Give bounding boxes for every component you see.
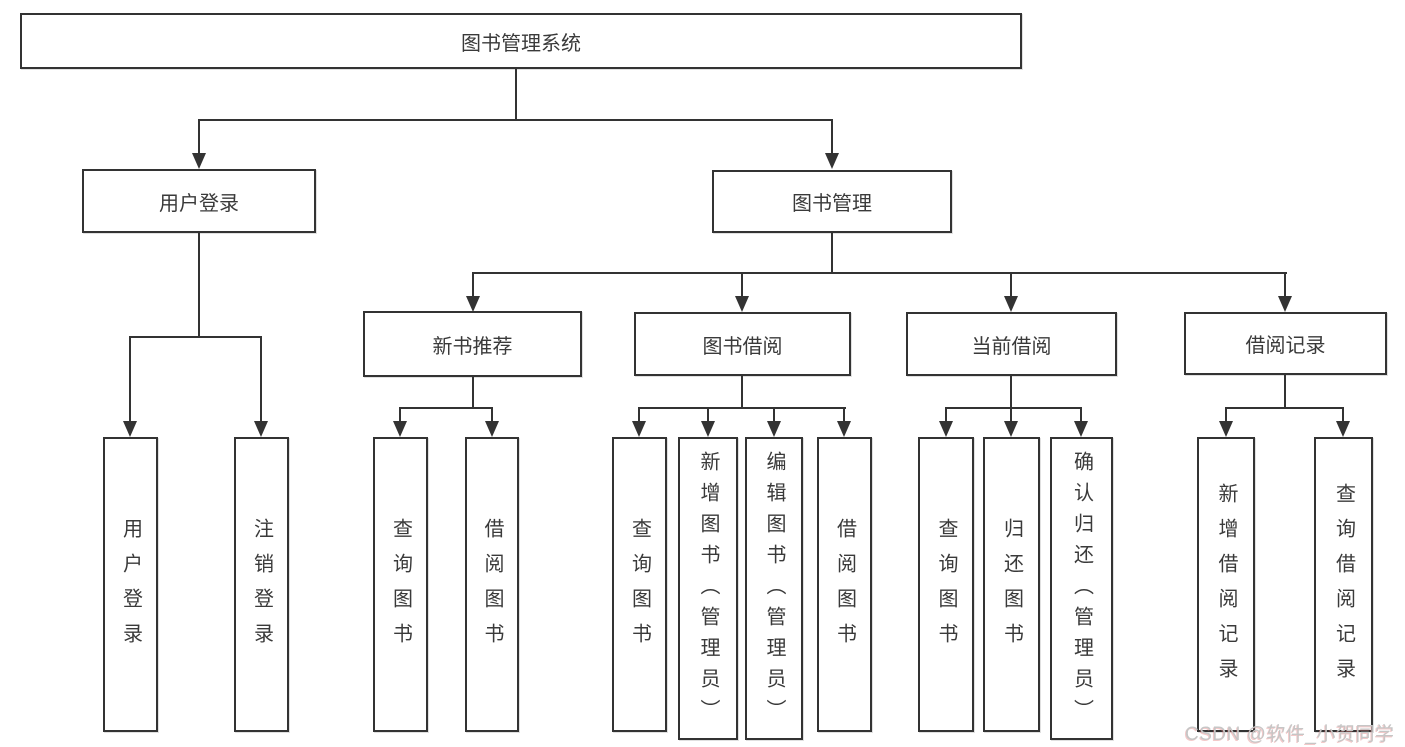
edge-to-leaf	[945, 407, 947, 421]
leaf-borrow-query-book: 查询图书	[612, 437, 667, 732]
edge-to-current-borrow	[1010, 272, 1012, 296]
edge-to-leaf	[399, 407, 401, 421]
arrowhead-icon	[632, 421, 646, 437]
arrowhead-icon	[254, 421, 268, 437]
node-label: 用户登录	[159, 192, 239, 215]
leaf-borrow-borrow-book: 借阅图书	[817, 437, 872, 732]
arrowhead-icon	[767, 421, 781, 437]
edge-to-book-borrow	[741, 272, 743, 296]
arrowhead-icon	[192, 153, 206, 169]
node-root-library-system: 图书管理系统	[20, 13, 1022, 69]
arrowhead-icon	[1278, 296, 1292, 312]
arrowhead-icon	[701, 421, 715, 437]
arrowhead-icon	[1004, 421, 1018, 437]
arrowhead-icon	[837, 421, 851, 437]
edge-current-borrow-stem	[1010, 376, 1012, 407]
arrowhead-icon	[1004, 296, 1018, 312]
edge-to-leaf-user-login	[129, 336, 131, 421]
edge-to-leaf	[707, 407, 709, 421]
arrowhead-icon	[735, 296, 749, 312]
node-label: 图书管理系统	[461, 32, 581, 55]
edge-user-login-stem	[198, 233, 200, 336]
leaf-borrow-edit-book-admin: 编辑图书（管理员）	[745, 437, 803, 740]
node-borrow-record: 借阅记录	[1184, 312, 1387, 375]
edge-to-leaf	[491, 407, 493, 421]
leaf-record-add-borrow-record: 新增借阅记录	[1197, 437, 1255, 732]
arrowhead-icon	[825, 153, 839, 169]
edge-to-leaf	[1225, 407, 1227, 421]
edge-to-leaf	[1010, 407, 1012, 421]
csdn-watermark: CSDN @软件_小贺同学	[1185, 724, 1395, 745]
edge-user-login-bus	[130, 336, 262, 338]
edge-to-leaf	[773, 407, 775, 421]
edge-current-borrow-bus	[945, 407, 1082, 409]
arrowhead-icon	[1336, 421, 1350, 437]
node-label: 新书推荐	[432, 335, 513, 358]
arrowhead-icon	[393, 421, 407, 437]
edge-to-leaf-logout	[260, 336, 262, 421]
edge-new-book-stem	[472, 377, 474, 407]
arrowhead-icon	[123, 421, 137, 437]
edge-to-leaf	[638, 407, 640, 421]
leaf-newbook-query-book: 查询图书	[373, 437, 428, 732]
edge-to-leaf	[1342, 407, 1344, 421]
node-current-borrow: 当前借阅	[906, 312, 1117, 376]
edge-new-book-bus	[399, 407, 493, 409]
leaf-logout: 注销登录	[234, 437, 289, 732]
edge-book-borrow-bus	[638, 407, 846, 409]
node-user-login: 用户登录	[82, 169, 316, 233]
arrowhead-icon	[466, 296, 480, 312]
node-label: 当前借阅	[971, 335, 1052, 358]
arrowhead-icon	[485, 421, 499, 437]
edge-book-borrow-stem	[741, 376, 743, 407]
node-label: 借阅记录	[1245, 335, 1326, 357]
leaf-record-query-borrow-record: 查询借阅记录	[1314, 437, 1373, 732]
leaf-user-login: 用户登录	[103, 437, 158, 732]
edge-book-management-stem	[831, 233, 833, 272]
edge-to-book-management	[831, 119, 833, 155]
edge-root-stem	[515, 69, 517, 119]
edge-to-borrow-record	[1284, 272, 1286, 296]
edge-to-new-book	[472, 272, 474, 296]
leaf-current-query-book: 查询图书	[918, 437, 974, 732]
node-book-management: 图书管理	[712, 170, 952, 233]
arrowhead-icon	[1074, 421, 1088, 437]
node-book-borrow: 图书借阅	[634, 312, 851, 376]
node-new-book-recommend: 新书推荐	[363, 311, 582, 377]
edge-level3-bus	[472, 272, 1287, 274]
edge-to-leaf	[1080, 407, 1082, 421]
node-label: 图书管理	[792, 193, 872, 215]
leaf-current-confirm-return-admin: 确认归还（管理员）	[1050, 437, 1113, 740]
node-label: 图书借阅	[702, 335, 783, 358]
edge-borrow-record-stem	[1284, 375, 1286, 407]
edge-to-user-login	[198, 119, 200, 155]
edge-to-leaf	[843, 407, 845, 421]
edge-borrow-record-bus	[1225, 407, 1344, 409]
arrowhead-icon	[1219, 421, 1233, 437]
leaf-newbook-borrow-book: 借阅图书	[465, 437, 519, 732]
leaf-current-return-book: 归还图书	[983, 437, 1040, 732]
edge-level2-bus	[198, 119, 833, 121]
leaf-borrow-add-book-admin: 新增图书（管理员）	[678, 437, 738, 740]
arrowhead-icon	[939, 421, 953, 437]
